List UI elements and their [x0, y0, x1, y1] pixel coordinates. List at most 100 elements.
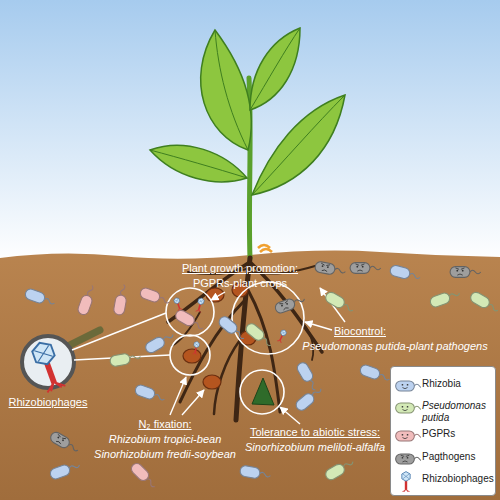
- leaf-midrib: [215, 30, 248, 150]
- phage-legs: [45, 379, 65, 393]
- bacterium-mouth: [402, 438, 407, 439]
- bacterium: [239, 465, 271, 481]
- bacterium-eye: [402, 384, 404, 386]
- leaf-midrib: [250, 28, 300, 110]
- bacterium: [113, 284, 129, 316]
- bacterium-brow: [401, 455, 410, 456]
- legend-label: Rhizobia: [422, 378, 492, 390]
- flagellum: [343, 303, 354, 312]
- flagellum: [308, 380, 317, 391]
- bacterium-body: [113, 294, 127, 315]
- legend-icon: [396, 431, 421, 441]
- bacterium-body: [109, 353, 130, 367]
- bacterium-body: [359, 364, 381, 381]
- flagellum: [414, 457, 421, 460]
- phage-head-mesh: [198, 299, 203, 303]
- bacterium-brow: [456, 268, 465, 269]
- pointer-arrow: [280, 407, 300, 424]
- flagellum: [154, 394, 165, 401]
- bacterium-mouth: [402, 388, 407, 389]
- pointer-arrow: [182, 390, 204, 415]
- flagellum: [343, 460, 354, 469]
- flagellum: [44, 298, 55, 305]
- legend-label: PGPRs: [422, 428, 492, 440]
- flagellum: [69, 463, 80, 470]
- bacterium: [129, 461, 158, 490]
- section-heading: N₂ fixation:: [138, 418, 191, 431]
- pointer-arrow: [211, 292, 225, 300]
- flagellum: [370, 266, 381, 270]
- bacterium: [274, 294, 306, 315]
- leaf: [201, 30, 252, 150]
- bacterium-mouth: [322, 270, 328, 272]
- flagellum: [159, 297, 170, 304]
- stem-mark: [258, 245, 272, 252]
- bacterium-eye: [322, 265, 324, 267]
- legend-swatch: [393, 375, 421, 397]
- phage-tail: [177, 303, 180, 309]
- bacterium-body: [396, 403, 415, 413]
- phage-head: [402, 472, 410, 482]
- stress-symbol: [252, 378, 274, 405]
- bacterium-brow: [279, 301, 288, 305]
- bacterium-body: [314, 261, 335, 275]
- bacterium-body: [139, 287, 161, 304]
- flagellum: [414, 434, 421, 437]
- flagellum: [414, 384, 421, 387]
- bacterium-brow: [57, 434, 65, 440]
- phage-legs: [192, 352, 197, 355]
- legend-icon: [396, 381, 421, 391]
- bacterium-eye: [407, 406, 409, 408]
- phage-tail: [44, 362, 57, 384]
- legend-label: Rhizobiophages: [422, 473, 492, 485]
- bacterium: [77, 284, 98, 316]
- example-text: Pseudomonas putida-plant pathogens: [302, 340, 487, 353]
- legend-icon: [396, 403, 421, 413]
- flagellum: [193, 321, 204, 330]
- root-nodule: [206, 288, 224, 302]
- phage-head: [30, 339, 56, 367]
- bacterium: [134, 384, 166, 405]
- magnifier-handle: [68, 330, 100, 346]
- bacterium-body: [396, 454, 415, 464]
- focus-circle: [232, 282, 304, 354]
- phage-legs: [195, 309, 201, 313]
- bacterium-mouth: [457, 274, 462, 275]
- phage-tail: [279, 335, 283, 341]
- flagellum: [409, 273, 420, 279]
- phage-head: [194, 341, 200, 348]
- bacterium-body: [396, 431, 415, 441]
- phage-legs: [402, 489, 410, 492]
- flagellum: [470, 270, 481, 274]
- legend-swatch: [393, 470, 421, 492]
- bacterium: [469, 290, 500, 315]
- bacterium-mouth: [402, 410, 407, 411]
- bacterium-mouth: [56, 440, 61, 444]
- bacterium-body: [244, 321, 266, 342]
- bacterium-eye: [402, 406, 404, 408]
- bacterium: [109, 351, 141, 367]
- bacterium-mouth: [283, 307, 288, 310]
- bacterium-body: [134, 384, 156, 401]
- bacterium-body: [144, 335, 167, 354]
- bacterium-body: [77, 294, 94, 316]
- phage-icon: [173, 297, 182, 311]
- phage-head: [173, 297, 180, 304]
- example-text: Sinorhizobium meliloti-alfalfa: [245, 441, 385, 454]
- root-system: [168, 258, 322, 420]
- bacterium: [144, 330, 176, 355]
- sky: [0, 0, 500, 262]
- bacterium-body: [469, 290, 492, 309]
- bacterium: [139, 287, 171, 308]
- flagellum: [129, 355, 140, 360]
- bacterium-eye: [327, 266, 329, 268]
- bacterium-body: [350, 263, 370, 274]
- bacterium: [450, 267, 481, 278]
- bacterium-body: [295, 361, 314, 384]
- bacterium-brow: [321, 263, 330, 266]
- bacterium-eye: [402, 457, 404, 459]
- phage-head-mesh: [281, 331, 286, 335]
- bacterium-mouth: [357, 270, 362, 271]
- bacterium-eye: [356, 266, 358, 268]
- bacterium-body: [217, 314, 239, 335]
